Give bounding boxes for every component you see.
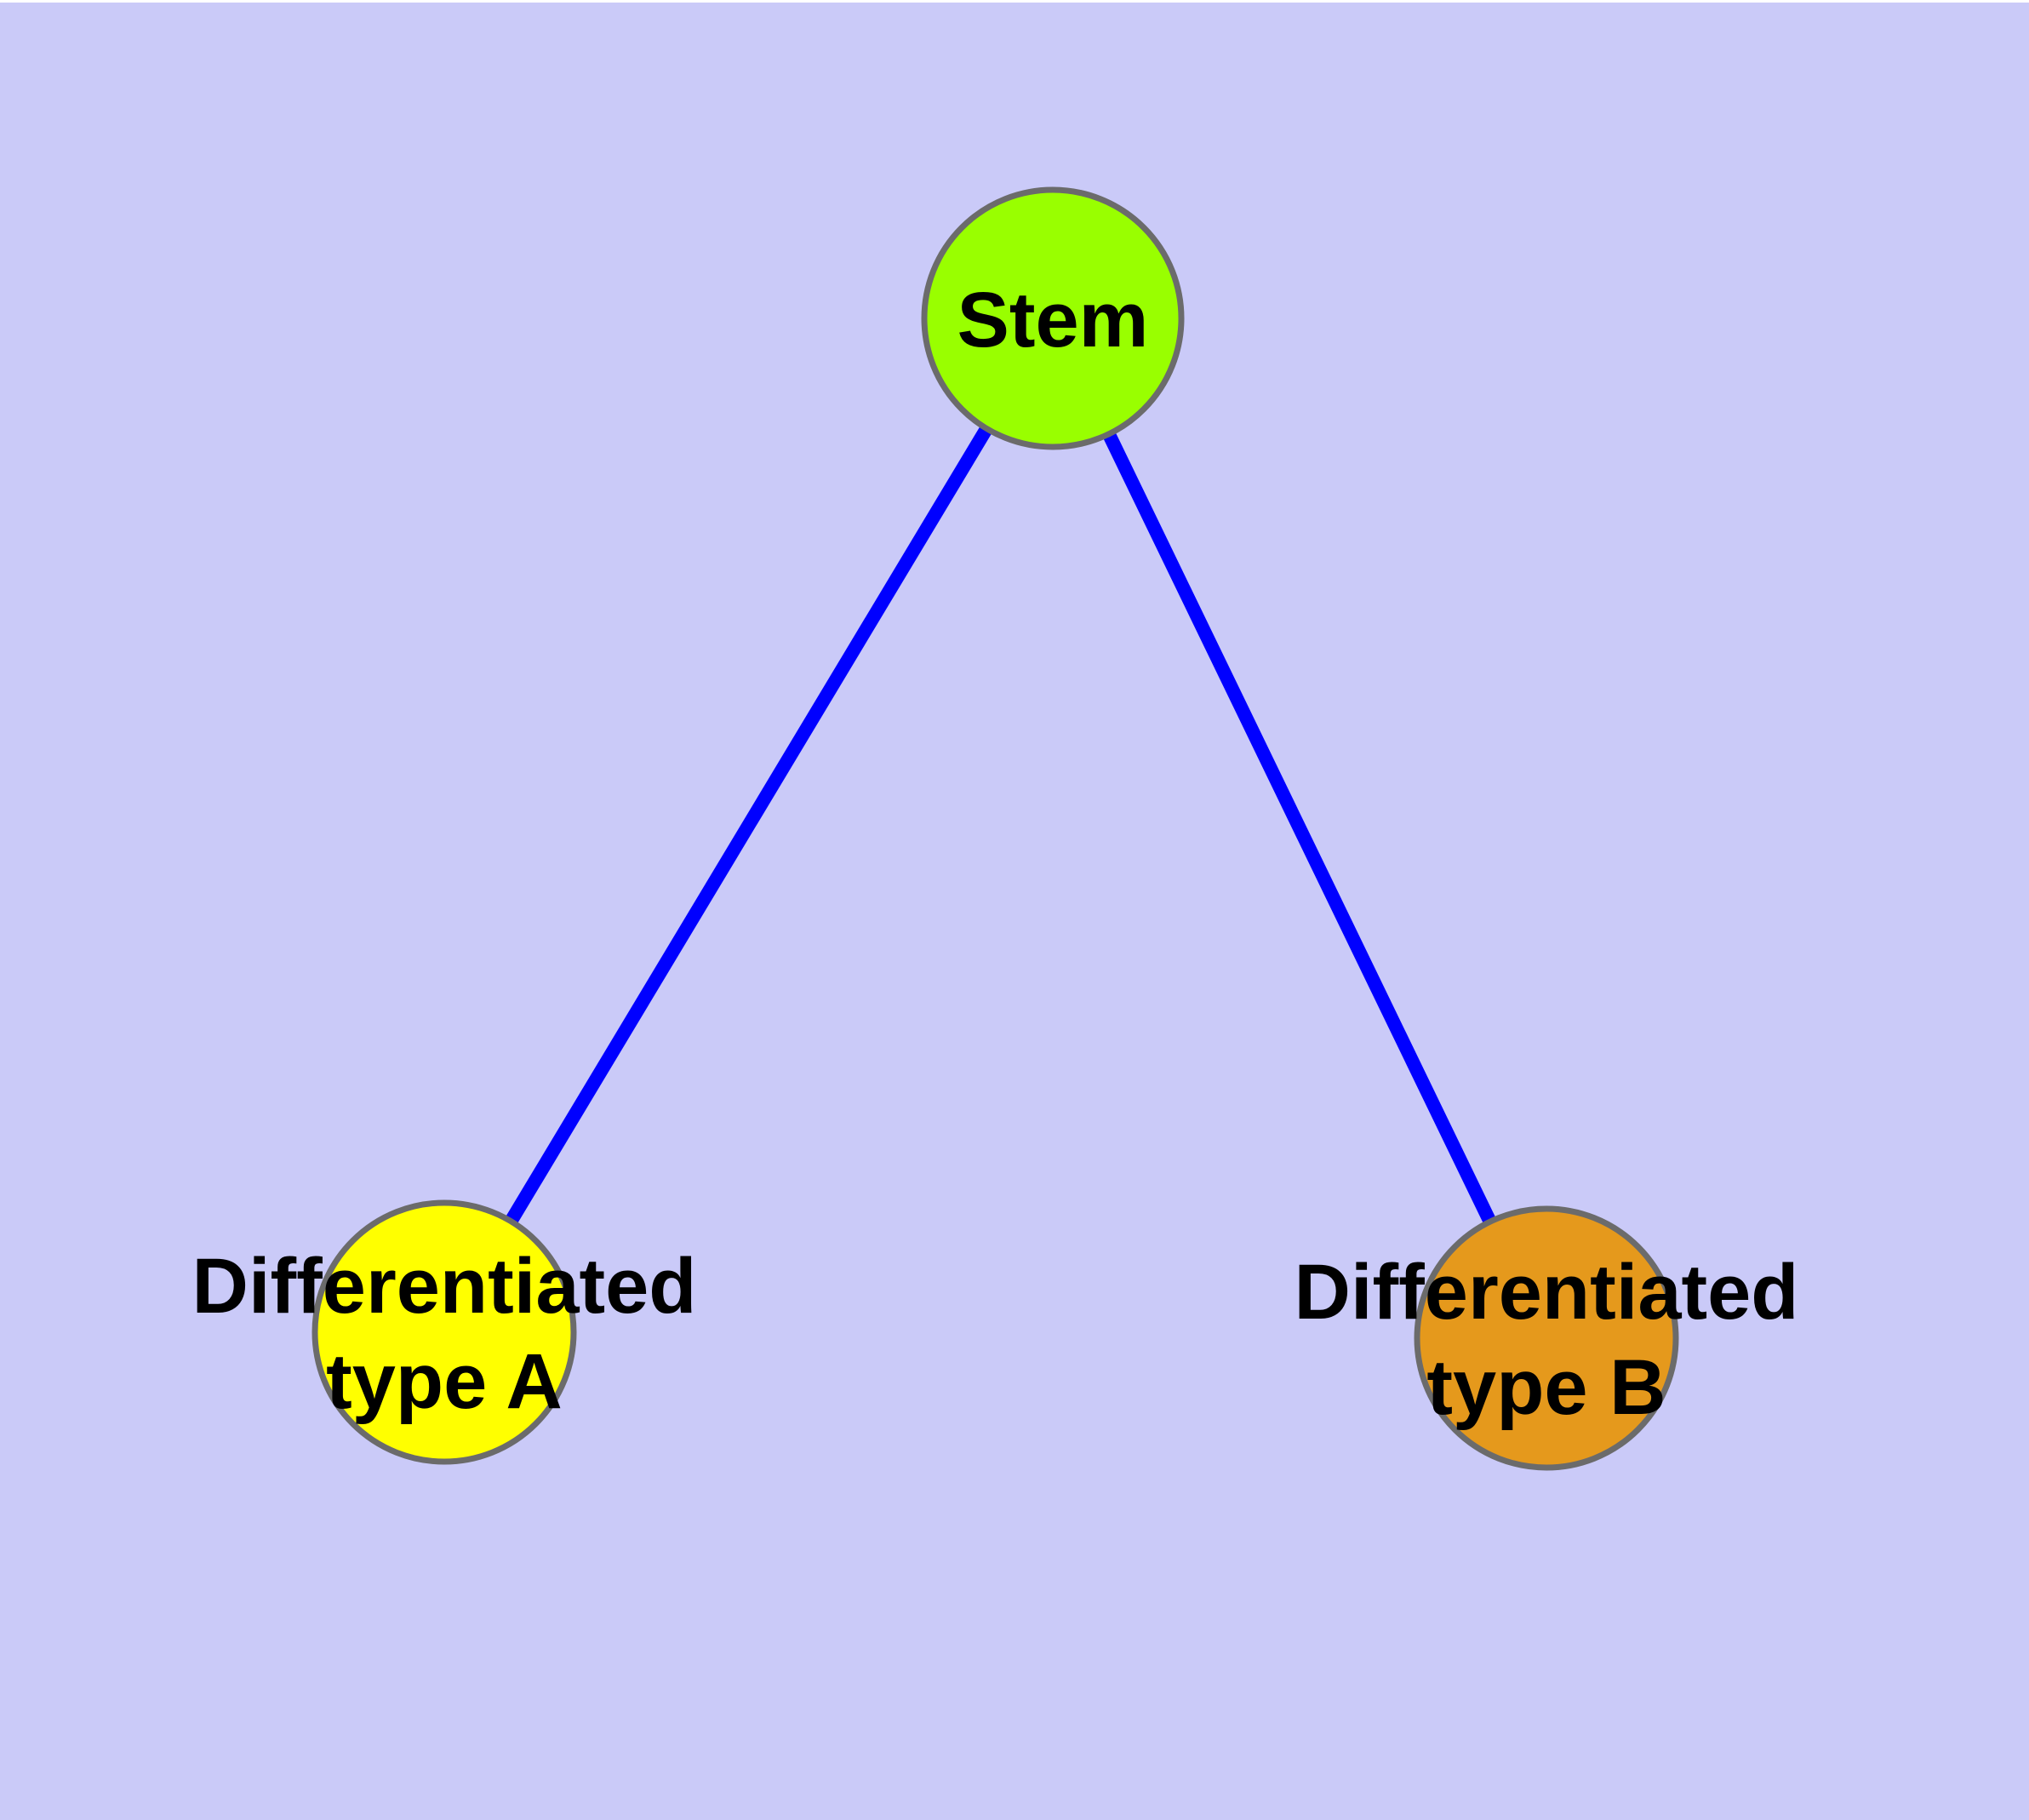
node-type-a-label-line2: type A — [326, 1338, 563, 1425]
node-type-b-label-line2: type B — [1426, 1344, 1666, 1431]
node-type-a-label-line1: Differentiated — [192, 1243, 697, 1330]
node-stem-label: Stem — [957, 277, 1149, 363]
edge-stem-to-type-b — [1046, 315, 1553, 1342]
node-stem — [921, 186, 1185, 450]
top-border-strip — [0, 0, 2029, 3]
node-differentiated-type-b — [1414, 1205, 1679, 1471]
node-differentiated-type-a — [311, 1199, 577, 1465]
node-type-b-label-line1: Differentiated — [1295, 1249, 1799, 1336]
edge-stem-to-type-a — [438, 314, 1059, 1336]
